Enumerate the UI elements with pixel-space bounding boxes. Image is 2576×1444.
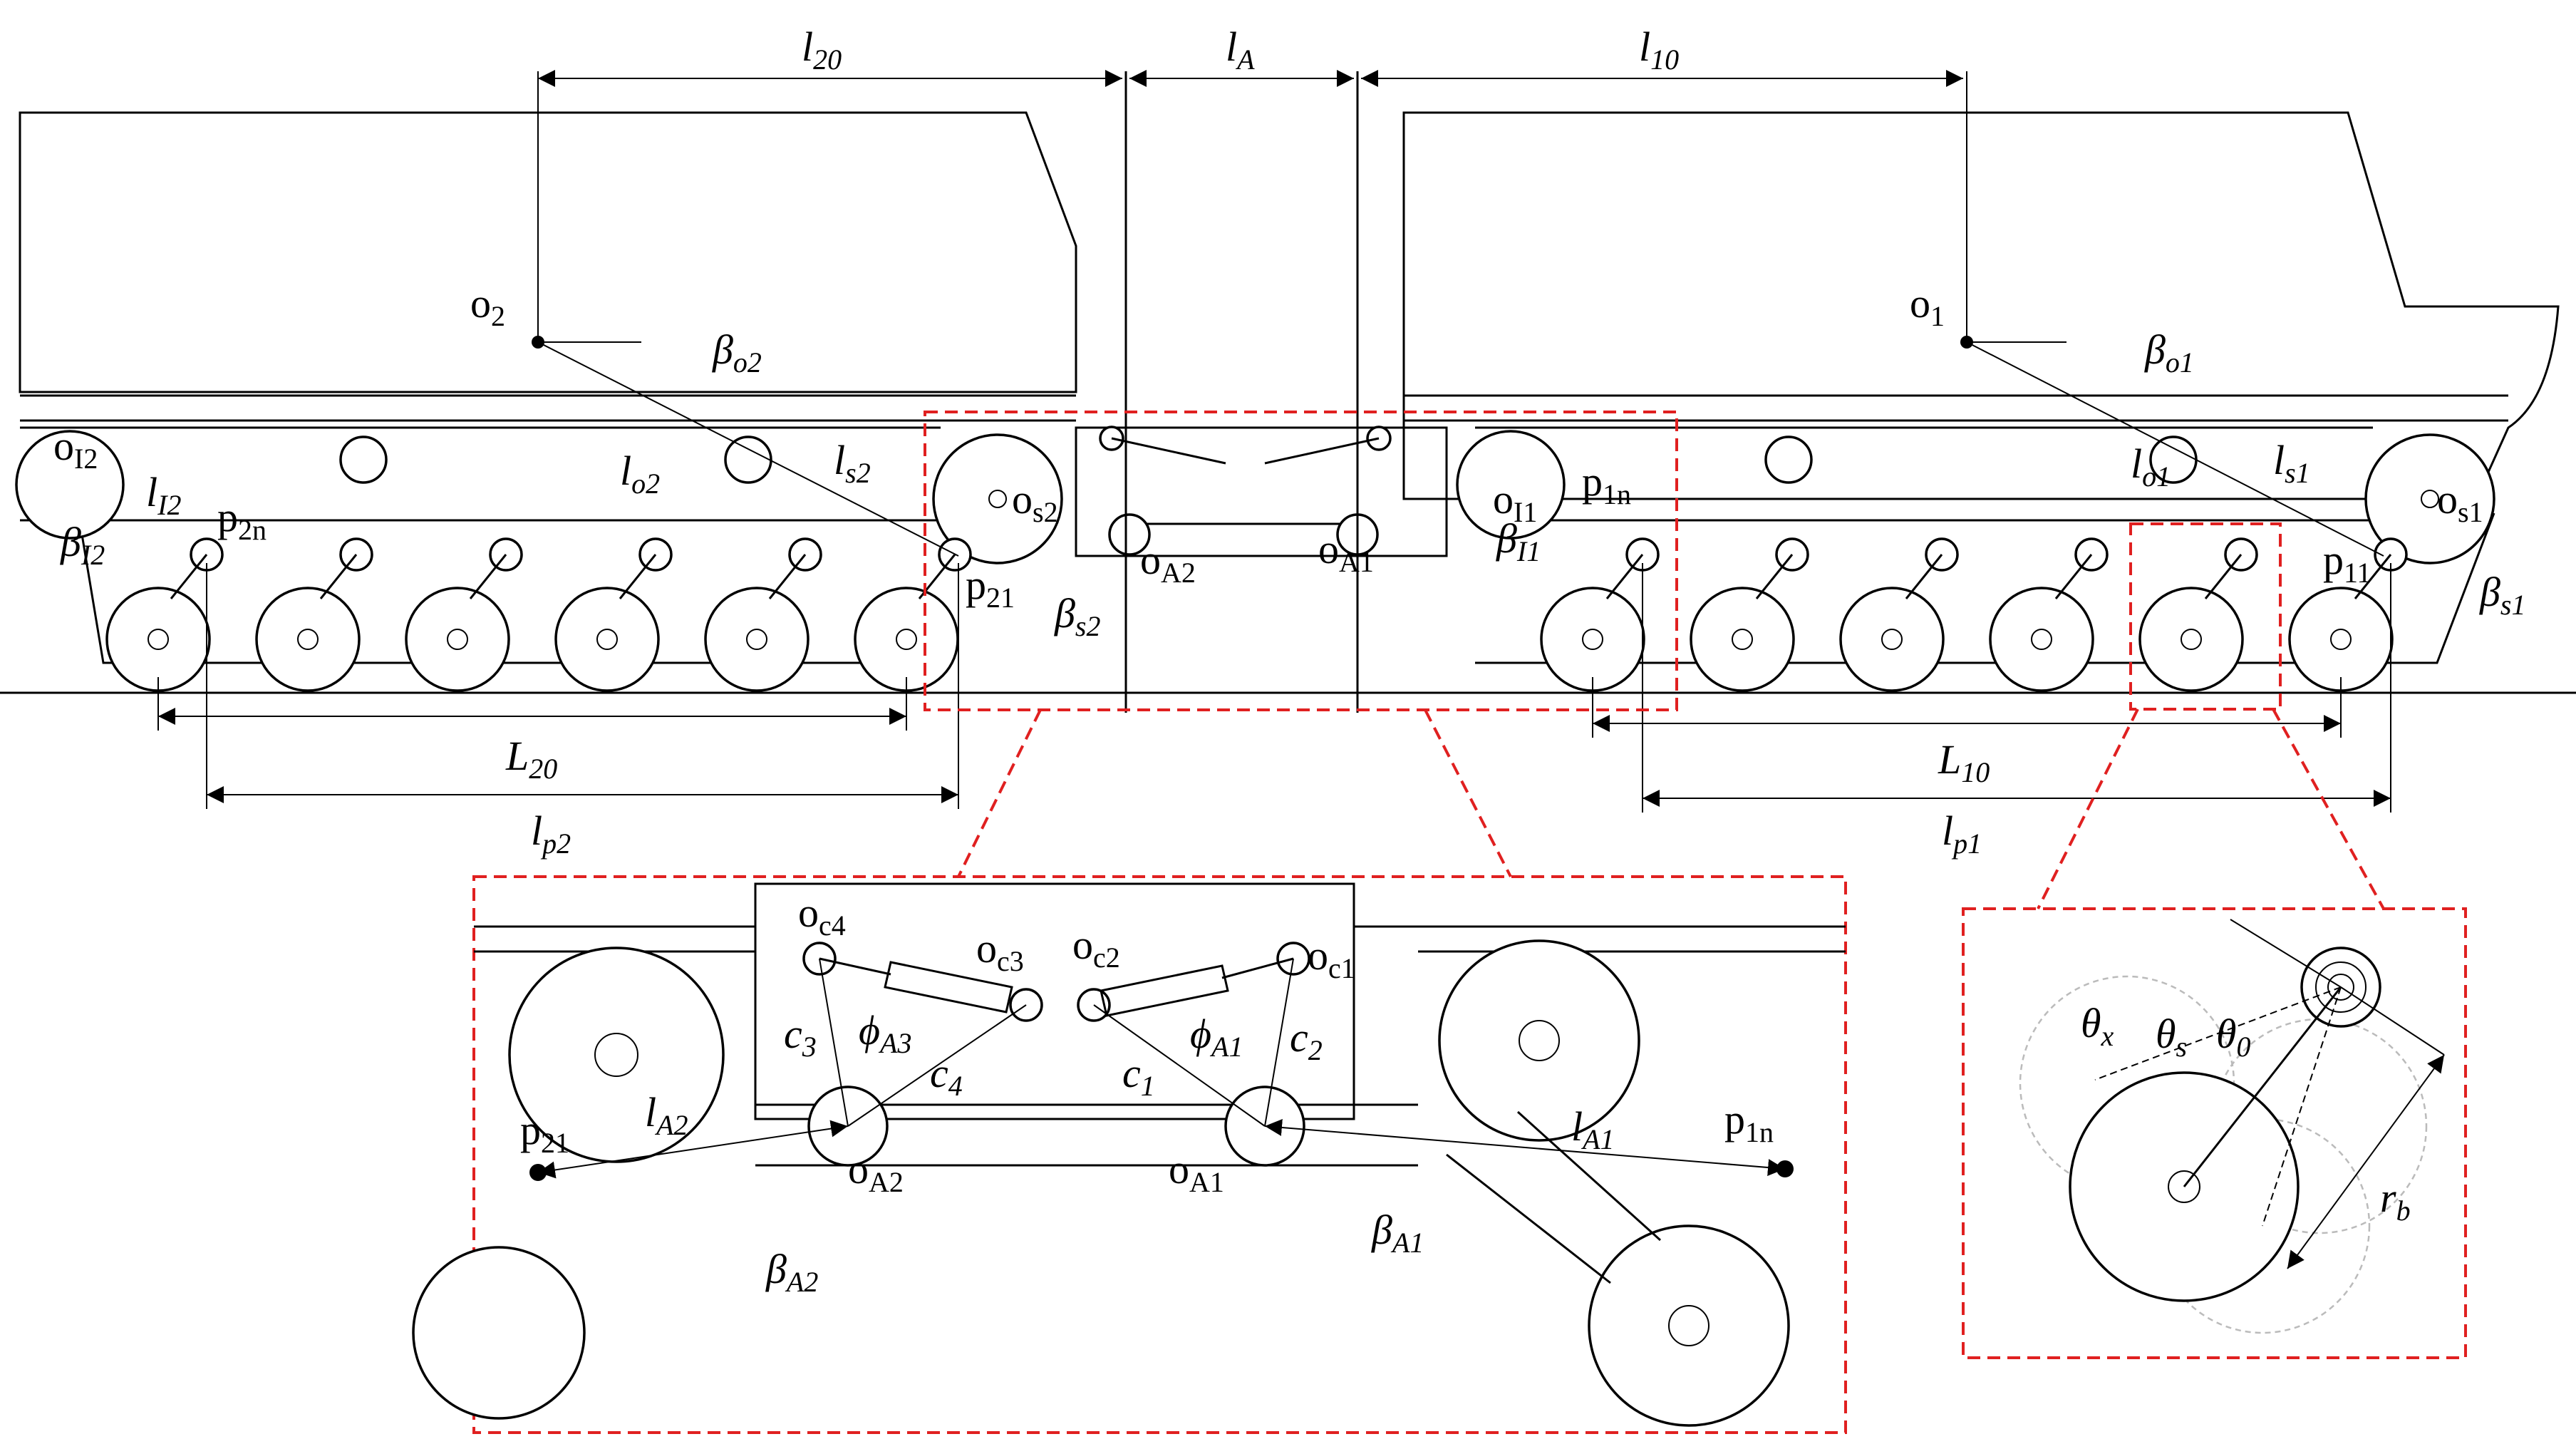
- dimension-lines: [157, 70, 2391, 813]
- label-oI1: oI1: [1493, 476, 1537, 528]
- front-vehicle-body: [1402, 111, 2560, 500]
- inset-label-betaA2: βA2: [765, 1246, 818, 1298]
- label-p1n1: p1n: [1582, 458, 1631, 510]
- rear-lo2-line: [537, 341, 959, 557]
- label-o1: o1: [1910, 280, 1945, 332]
- inset-rear-road-wheel: [412, 1246, 586, 1420]
- rear-idler-wheel: [15, 430, 125, 540]
- inset-label-oc3: oc3: [976, 925, 1024, 977]
- articulation-detail: [412, 882, 1846, 1427]
- label-beta-s1: βs1: [2479, 569, 2525, 621]
- inset-label-p1n1: p1n: [1724, 1096, 1774, 1148]
- inset-label-oA1: oA1: [1169, 1146, 1224, 1198]
- label-oA1: oA1: [1318, 526, 1374, 578]
- inset-label-p21: p21: [520, 1107, 569, 1159]
- inset-front-road-wheel: [1588, 1224, 1790, 1427]
- label-lp2: lp2: [531, 808, 571, 860]
- hinge-oA2: [1108, 513, 1151, 556]
- label-L20: L20: [505, 733, 557, 785]
- rear-vehicle: [15, 71, 1077, 692]
- articulation-mechanism: [1075, 71, 1448, 713]
- inset-label-phiA3: ϕA3: [859, 1007, 911, 1059]
- label-p2n2: p2n: [217, 494, 267, 546]
- inset-label-oc1: oc1: [1308, 932, 1355, 984]
- label-lI2: lI2: [146, 469, 181, 521]
- label-oA2: oA2: [1140, 537, 1196, 589]
- articulation-zoom-region: [924, 411, 1678, 711]
- label-oI2: oI2: [53, 423, 98, 475]
- front-sprocket-wheel: [2364, 433, 2495, 564]
- inset-label-oA2: oA2: [848, 1146, 904, 1198]
- front-carrier-roller-1: [1764, 435, 1813, 484]
- inset-cylinder-right: [1100, 964, 1229, 1017]
- front-idler-wheel: [1456, 430, 1566, 540]
- front-track-lower: [1475, 512, 2495, 664]
- rear-road-wheels: [105, 587, 959, 692]
- inset-label-lA1: lA1: [1571, 1103, 1615, 1155]
- label-lp1: lp1: [1942, 808, 1982, 860]
- inset-label-oc2: oc2: [1072, 922, 1120, 974]
- label-L10: L10: [1938, 736, 1990, 788]
- label-betaI2: βI2: [60, 519, 105, 571]
- rear-carrier-roller-2: [724, 435, 772, 484]
- label-p11: p11: [2323, 537, 2371, 589]
- inset-cylinder-left: [884, 961, 1013, 1014]
- articulation-frame: [1075, 426, 1448, 557]
- wheel-label-theta-x: θx: [2081, 1000, 2114, 1052]
- rear-track-upper: [20, 426, 941, 522]
- wheel-zoom-region: [2129, 522, 2282, 711]
- inset-label-c1: c1: [1122, 1050, 1155, 1102]
- inset-label-betaA1: βA1: [1371, 1207, 1424, 1259]
- rear-carrier-roller-1: [339, 435, 388, 484]
- label-betaI1: βI1: [1496, 515, 1541, 567]
- label-beta-o1: βo1: [2144, 326, 2194, 378]
- front-vehicle: [1402, 71, 2560, 692]
- label-p21: p21: [966, 562, 1015, 614]
- inset-front-idler: [1438, 939, 1640, 1142]
- wheel-label-rb: rb: [2380, 1175, 2411, 1227]
- label-lo2: lo2: [620, 448, 660, 500]
- wheel-label-theta-s: θs: [2156, 1011, 2187, 1063]
- front-lo1-line: [1966, 341, 2384, 557]
- inset-label-oc4: oc4: [798, 889, 846, 942]
- inset-label-lA2: lA2: [645, 1089, 688, 1141]
- label-lA: lA: [1226, 24, 1255, 76]
- label-o2: o2: [470, 280, 505, 332]
- wheel-label-theta-0: θ0: [2216, 1011, 2251, 1063]
- inset-label-c2: c2: [1290, 1014, 1323, 1066]
- label-beta-o2: βo2: [712, 326, 762, 378]
- rear-sprocket-hub: [988, 490, 1007, 508]
- label-l10: l10: [1639, 24, 1679, 76]
- label-os1: os1: [2437, 476, 2483, 528]
- rear-sprocket-wheel: [932, 433, 1063, 564]
- label-ls1: ls1: [2273, 437, 2310, 489]
- front-road-wheels: [1540, 587, 2394, 692]
- inset-label-c4: c4: [930, 1050, 963, 1102]
- label-beta-s2: βs2: [1054, 590, 1100, 642]
- label-l20: l20: [802, 24, 842, 76]
- label-lo1: lo1: [2131, 440, 2171, 492]
- label-ls2: ls2: [834, 437, 871, 489]
- articulation-inset-frame: [472, 875, 1847, 1434]
- label-os2: os2: [1012, 476, 1058, 528]
- rear-suspension-arms: [170, 537, 972, 599]
- front-suspension-arms: [1605, 537, 2408, 599]
- front-track-upper: [1475, 426, 2373, 522]
- wheel-inset-frame: [1962, 907, 2467, 1359]
- rear-vehicle-body: [19, 111, 1077, 393]
- inset-label-c3: c3: [784, 1011, 817, 1063]
- wheel-detail: [2019, 919, 2445, 1334]
- zoom-indicators: [472, 411, 2467, 1434]
- labels: l20 lA l10 o2 o1 βo2 βo1 oI2 lI2 βI2 p2n…: [53, 24, 2525, 1298]
- inset-label-phiA1: ϕA1: [1190, 1011, 1243, 1063]
